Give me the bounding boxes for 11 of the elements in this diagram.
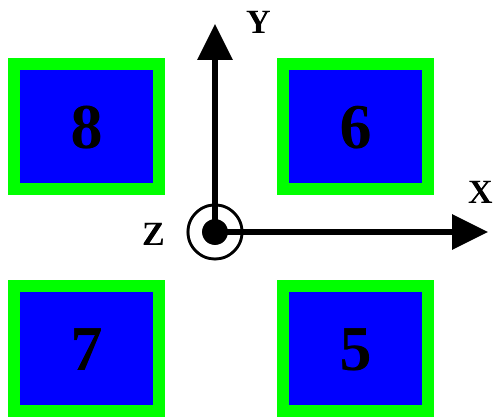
square-block xyxy=(8,280,165,417)
square-block xyxy=(277,58,434,195)
axis-label: X xyxy=(468,176,493,210)
block-number: 5 xyxy=(340,316,372,380)
square-block xyxy=(8,58,165,195)
axis-label: Y xyxy=(246,6,271,40)
block-number: 8 xyxy=(70,94,102,158)
block-number: 7 xyxy=(70,316,102,380)
block-number: 6 xyxy=(340,94,372,158)
axis-label: Z xyxy=(142,218,165,252)
square-block xyxy=(277,280,434,417)
